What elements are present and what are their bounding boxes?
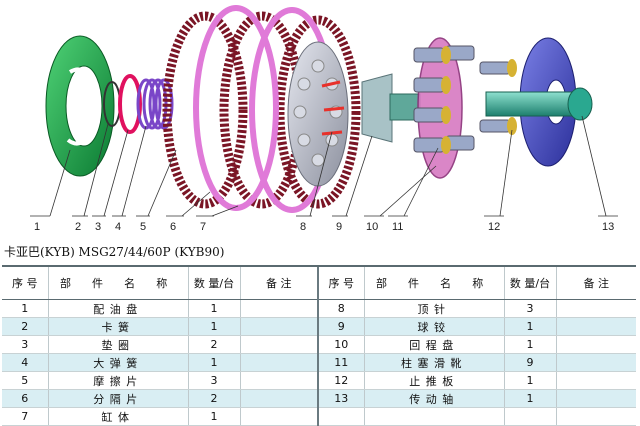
name-cell: 柱塞滑靴 bbox=[363, 353, 504, 372]
ball-guide bbox=[361, 73, 421, 143]
table-row: 7 缸体 1 bbox=[2, 407, 636, 426]
qty-cell bbox=[503, 407, 556, 426]
note-cell bbox=[555, 317, 636, 336]
header-name-left: 部 件 名 称 bbox=[47, 265, 188, 300]
note-cell bbox=[555, 299, 636, 318]
callout-5: 5 bbox=[140, 221, 146, 233]
header-seq-right: 序 号 bbox=[317, 265, 364, 300]
qty-cell: 3 bbox=[503, 299, 556, 318]
name-cell: 配油盘 bbox=[47, 299, 188, 318]
note-cell bbox=[239, 353, 318, 372]
name-cell: 止推板 bbox=[363, 371, 504, 390]
seq-cell: 11 bbox=[317, 353, 364, 372]
name-cell: 摩擦片 bbox=[47, 371, 188, 390]
callout-2: 2 bbox=[75, 221, 81, 233]
seq-cell: 3 bbox=[2, 335, 48, 354]
qty-cell: 1 bbox=[503, 335, 556, 354]
header-qty-right: 数 量/台 bbox=[503, 265, 556, 300]
leader-lines bbox=[49, 115, 607, 217]
table-row: 5 摩擦片 3 12 止推板 1 bbox=[2, 371, 636, 390]
table-row: 4 大弹簧 1 11 柱塞滑靴 9 bbox=[2, 353, 636, 372]
name-cell: 球铰 bbox=[363, 317, 504, 336]
model-title: 卡亚巴(KYB) MSG27/44/60P (KYB90) bbox=[4, 245, 225, 259]
table-header-row: 序 号 部 件 名 称 数 量/台 备 注 序 号 部 件 名 称 数 量/台 … bbox=[2, 265, 636, 300]
header-note-right: 备 注 bbox=[555, 265, 636, 300]
seq-cell: 5 bbox=[2, 371, 48, 390]
name-cell: 传动轴 bbox=[363, 389, 504, 408]
table-row: 3 垫圈 2 10 回程盘 1 bbox=[2, 335, 636, 354]
qty-cell: 9 bbox=[503, 353, 556, 372]
note-cell bbox=[239, 335, 318, 354]
note-cell bbox=[555, 371, 636, 390]
parts-table: 序 号 部 件 名 称 数 量/台 备 注 序 号 部 件 名 称 数 量/台 … bbox=[2, 265, 636, 426]
piston-shoes bbox=[413, 45, 517, 154]
note-cell bbox=[239, 299, 318, 318]
valve-plate bbox=[45, 35, 115, 177]
qty-cell: 2 bbox=[187, 335, 240, 354]
note-cell bbox=[555, 353, 636, 372]
name-cell: 卡簧 bbox=[47, 317, 188, 336]
callout-13: 13 bbox=[602, 221, 614, 233]
qty-cell: 1 bbox=[187, 407, 240, 426]
name-cell: 分隔片 bbox=[47, 389, 188, 408]
drive-shaft bbox=[485, 87, 593, 121]
name-cell: 垫圈 bbox=[47, 335, 188, 354]
seq-cell: 1 bbox=[2, 299, 48, 318]
cylinder-block bbox=[287, 41, 349, 187]
qty-cell: 1 bbox=[187, 299, 240, 318]
seq-cell: 8 bbox=[317, 299, 364, 318]
header-note-left: 备 注 bbox=[239, 265, 318, 300]
callout-9: 9 bbox=[336, 221, 342, 233]
header-name-right: 部 件 名 称 bbox=[363, 265, 504, 300]
name-cell bbox=[363, 407, 504, 426]
seq-cell: 7 bbox=[2, 407, 48, 426]
seq-cell: 10 bbox=[317, 335, 364, 354]
note-cell bbox=[239, 389, 318, 408]
callout-11: 11 bbox=[392, 221, 403, 233]
name-cell: 顶针 bbox=[363, 299, 504, 318]
callout-6: 6 bbox=[170, 221, 176, 233]
qty-cell: 2 bbox=[187, 389, 240, 408]
qty-cell: 1 bbox=[503, 317, 556, 336]
seq-cell: 2 bbox=[2, 317, 48, 336]
qty-cell: 1 bbox=[187, 353, 240, 372]
note-cell bbox=[555, 407, 636, 426]
seq-cell: 6 bbox=[2, 389, 48, 408]
qty-cell: 3 bbox=[187, 371, 240, 390]
note-cell bbox=[239, 407, 318, 426]
table-row: 6 分隔片 2 13 传动轴 1 bbox=[2, 389, 636, 408]
callout-7: 7 bbox=[200, 221, 206, 233]
table-row: 2 卡簧 1 9 球铰 1 bbox=[2, 317, 636, 336]
callout-1: 1 bbox=[34, 221, 40, 233]
callout-10: 10 bbox=[366, 221, 378, 233]
callout-4: 4 bbox=[115, 221, 121, 233]
note-cell bbox=[239, 317, 318, 336]
name-cell: 缸体 bbox=[47, 407, 188, 426]
callout-12: 12 bbox=[488, 221, 500, 233]
seq-cell: 13 bbox=[317, 389, 364, 408]
name-cell: 大弹簧 bbox=[47, 353, 188, 372]
seq-cell: 9 bbox=[317, 317, 364, 336]
header-seq-left: 序 号 bbox=[2, 265, 48, 300]
header-qty-left: 数 量/台 bbox=[187, 265, 240, 300]
qty-cell: 1 bbox=[187, 317, 240, 336]
qty-cell: 1 bbox=[503, 371, 556, 390]
seq-cell bbox=[317, 407, 364, 426]
washer bbox=[118, 74, 142, 134]
note-cell bbox=[239, 371, 318, 390]
seq-cell: 12 bbox=[317, 371, 364, 390]
table-row: 1 配油盘 1 8 顶针 3 bbox=[2, 299, 636, 318]
name-cell: 回程盘 bbox=[363, 335, 504, 354]
note-cell bbox=[555, 335, 636, 354]
seq-cell: 4 bbox=[2, 353, 48, 372]
qty-cell: 1 bbox=[503, 389, 556, 408]
note-cell bbox=[555, 389, 636, 408]
callout-3: 3 bbox=[95, 221, 101, 233]
callout-8: 8 bbox=[300, 221, 306, 233]
exploded-parts-diagram: 1 2 3 4 5 6 7 8 9 10 11 12 13 bbox=[30, 5, 618, 233]
